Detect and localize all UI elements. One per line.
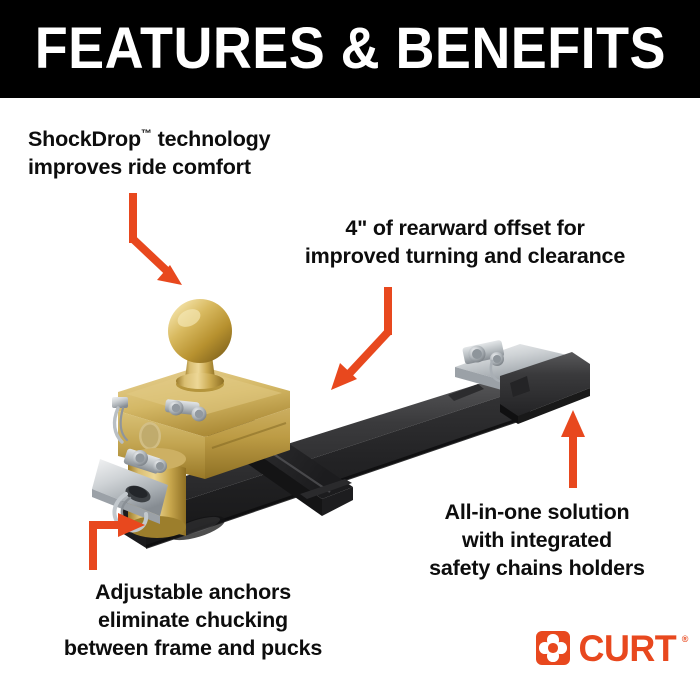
callout-all-in-one: All-in-one solution with integrated safe… xyxy=(392,498,682,582)
callout-all-in-one-line1: All-in-one solution xyxy=(444,500,630,524)
callout-shockdrop-line1: ShockDrop xyxy=(28,127,141,151)
curt-clover-icon xyxy=(536,631,570,665)
callout-offset: 4" of rearward offset for improved turni… xyxy=(245,214,685,270)
callout-anchors-line1: Adjustable anchors xyxy=(95,580,291,604)
callout-offset-line2: improved turning and clearance xyxy=(304,244,626,268)
page-title: FEATURES & BENEFITS xyxy=(34,16,666,81)
header-banner: FEATURES & BENEFITS xyxy=(0,0,700,98)
callout-anchors-line2: eliminate chucking xyxy=(98,608,288,632)
callout-shockdrop-line2: improves ride comfort xyxy=(28,155,251,179)
curt-logo: CURT ® xyxy=(536,628,688,668)
callout-anchors-line3: between frame and pucks xyxy=(63,636,323,660)
callout-all-in-one-line2: with integrated xyxy=(462,528,612,552)
callout-shockdrop: ShockDrop™ technology improves ride comf… xyxy=(28,120,368,181)
curt-wordmark: CURT xyxy=(578,627,677,669)
callout-shockdrop-line1-rest: technology xyxy=(151,127,271,151)
callout-all-in-one-line3: safety chains holders xyxy=(429,556,645,580)
product-image xyxy=(0,96,700,656)
callout-offset-line1: 4" of rearward offset for xyxy=(345,216,585,240)
callout-anchors: Adjustable anchors eliminate chucking be… xyxy=(28,578,358,662)
registered-mark: ® xyxy=(681,634,689,644)
trademark-symbol: ™ xyxy=(140,128,152,140)
